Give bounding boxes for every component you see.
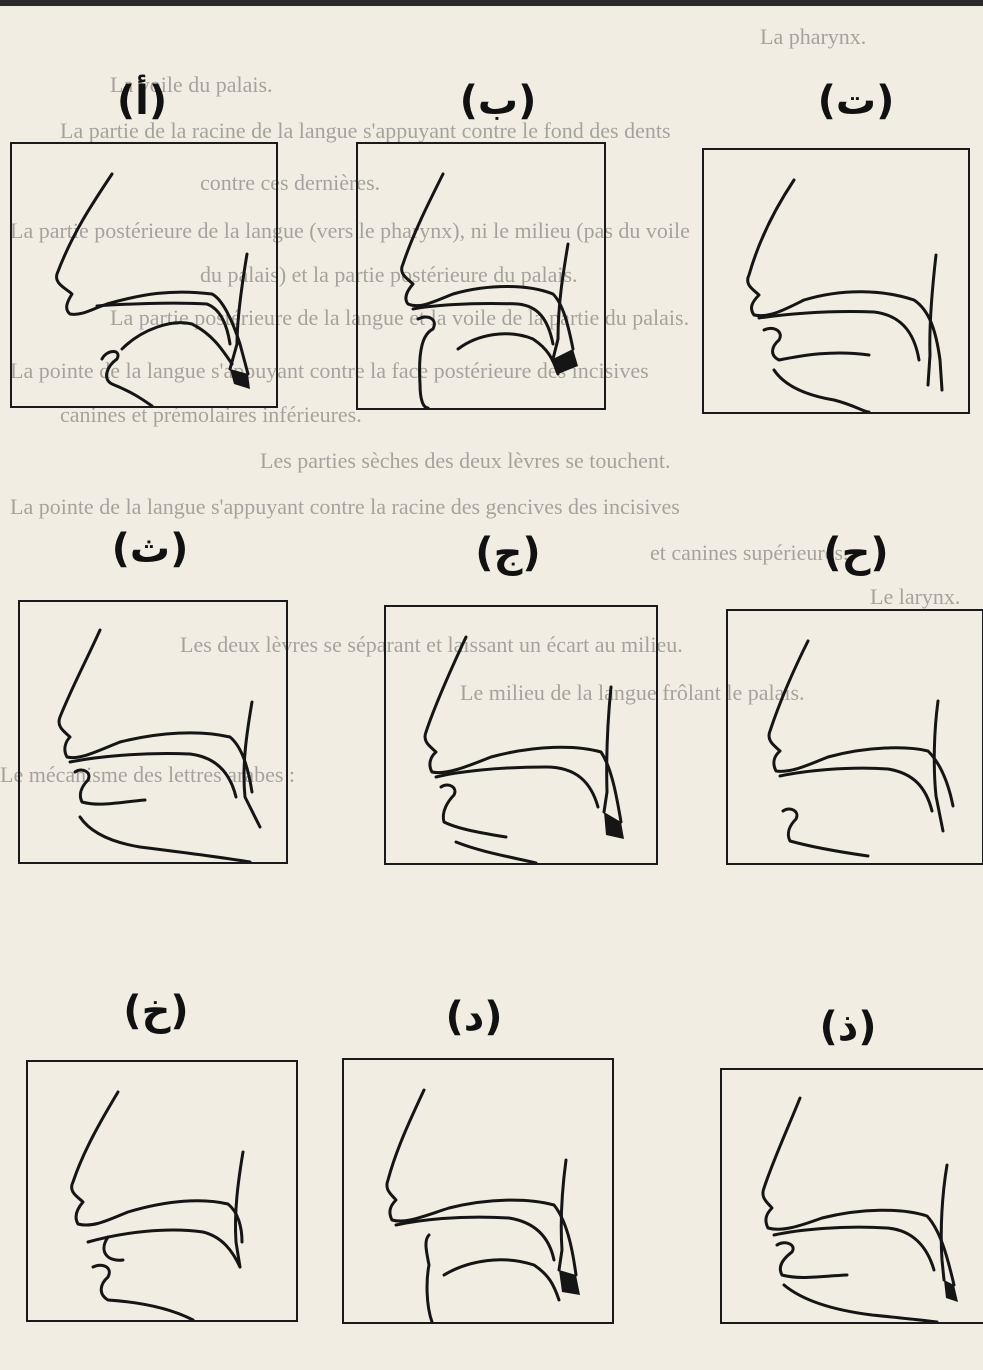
- page-top-edge: [0, 0, 983, 6]
- vocal-tract-diagram-ta: [702, 148, 970, 414]
- panel-letter-alif: (أ): [72, 78, 212, 124]
- panel-letter-ba: (ب): [428, 78, 568, 124]
- ghost-line: Le larynx.: [870, 584, 960, 610]
- vocal-tract-profile-dal: [344, 1060, 612, 1322]
- panel-letter-dal: (د): [404, 994, 544, 1040]
- panel-letter-jim: (ج): [438, 530, 578, 576]
- vocal-tract-profile-tha: [20, 602, 286, 862]
- vocal-tract-profile-dhal: [722, 1070, 983, 1322]
- ghost-line: Les parties sèches des deux lèvres se to…: [260, 448, 671, 474]
- vocal-tract-diagram-ba: [356, 142, 606, 410]
- panel-letter-dhal: (ذ): [778, 1004, 918, 1050]
- panel-letter-kha: (خ): [86, 988, 226, 1034]
- vocal-tract-diagram-alif: [10, 142, 278, 408]
- vocal-tract-diagram-kha: [26, 1060, 298, 1322]
- vocal-tract-profile-alif: [12, 144, 276, 406]
- ghost-line: La pointe de la langue s'appuyant contre…: [10, 494, 680, 520]
- vocal-tract-profile-ba: [358, 144, 604, 408]
- vocal-tract-profile-kha: [28, 1062, 296, 1320]
- vocal-tract-diagram-ha: [726, 609, 983, 865]
- vocal-tract-profile-ha: [728, 611, 982, 863]
- panel-letter-ta: (ت): [786, 78, 926, 124]
- vocal-tract-diagram-tha: [18, 600, 288, 864]
- vocal-tract-diagram-jim: [384, 605, 658, 865]
- vocal-tract-diagram-dal: [342, 1058, 614, 1324]
- panel-letter-ha: (ح): [786, 530, 926, 576]
- vocal-tract-diagram-dhal: [720, 1068, 983, 1324]
- vocal-tract-profile-jim: [386, 607, 656, 863]
- panel-letter-tha: (ث): [80, 526, 220, 572]
- ghost-line: La pharynx.: [760, 24, 866, 50]
- vocal-tract-profile-ta: [704, 150, 968, 412]
